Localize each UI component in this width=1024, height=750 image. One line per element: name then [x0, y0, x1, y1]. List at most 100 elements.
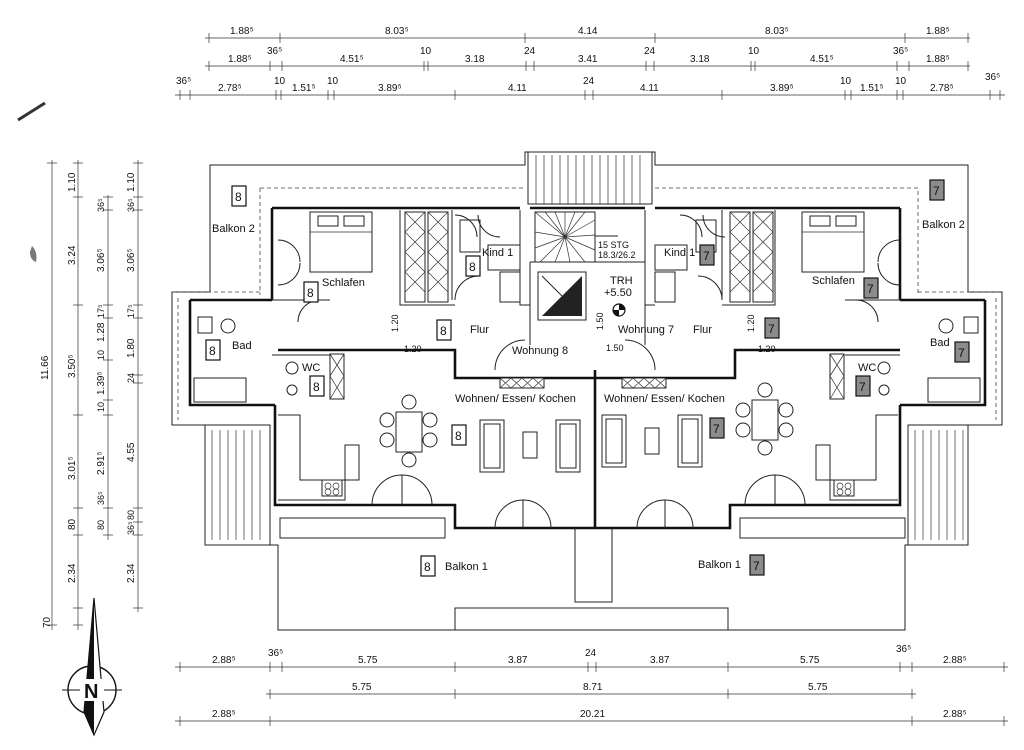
- room-label-flur-right: Flur: [693, 324, 712, 336]
- svg-text:7: 7: [713, 422, 720, 436]
- north-label: N: [84, 681, 98, 703]
- room-label-wohnung-7: Wohnung 7: [618, 324, 674, 336]
- small-dim-v1-left: 1.20: [390, 314, 400, 332]
- left-dimension-chains: 11.66 1.10 3.24 3.50⁵ 3.01⁵ 80 2.34 70 3…: [40, 160, 143, 630]
- svg-text:7: 7: [768, 322, 775, 336]
- dim-label: 2.34: [126, 563, 137, 583]
- room-label-wohnen-right: Wohnen/ Essen/ Kochen: [604, 393, 725, 405]
- dim-label: 2.88⁵: [943, 709, 967, 720]
- unit-badge-7: 7: [709, 417, 725, 439]
- room-label-schlafen-left: Schlafen: [322, 277, 365, 289]
- dim-label: 1.10: [67, 172, 78, 192]
- unit-badge-8: 8: [436, 319, 452, 341]
- dim-label: 70: [42, 616, 53, 628]
- dim-label: 24: [585, 648, 597, 659]
- room-label-wohnen-left: Wohnen/ Essen/ Kochen: [455, 393, 576, 405]
- small-dim-h1-right: 1.20: [758, 344, 776, 354]
- stair-steps-label: 15 STG: [598, 240, 629, 250]
- dim-label: 36⁵: [176, 76, 191, 87]
- unit-7-furniture: [601, 211, 981, 529]
- dim-label: 1.80: [126, 338, 137, 358]
- spiral-stair: [534, 211, 618, 263]
- pencil-smudge: [30, 246, 37, 262]
- dim-label: 24: [524, 46, 536, 57]
- unit-badge-7: 7: [764, 317, 780, 339]
- dim-label: 4.51⁵: [340, 54, 364, 65]
- dim-label: 10: [96, 350, 106, 360]
- level-marker-icon: [612, 303, 626, 317]
- dim-label: 2.88⁵: [212, 655, 236, 666]
- dim-label: 1.51⁵: [860, 83, 884, 94]
- dim-label: 10: [895, 76, 907, 87]
- stair-top: [527, 151, 653, 205]
- dim-label: 4.51⁵: [810, 54, 834, 65]
- unit-badge-8: 8: [303, 281, 319, 303]
- svg-text:7: 7: [859, 380, 866, 394]
- dim-label: 2.88⁵: [943, 655, 967, 666]
- stair-ratio-label: 18.3/26.2: [598, 250, 636, 260]
- svg-text:8: 8: [469, 260, 476, 274]
- level-label: +5.50: [604, 287, 632, 299]
- dim-label: 24: [126, 373, 136, 383]
- dim-label: 5.75: [358, 655, 378, 666]
- dim-label: 2.91⁵: [96, 451, 107, 475]
- top-dimension-chain-1: 1.88⁵ 8.03⁵ 4.14 8.03⁵ 1.88⁵: [205, 26, 970, 43]
- unit-badge-8: 8: [451, 424, 467, 446]
- dim-label: 10: [96, 402, 106, 412]
- dim-label: 17⁵: [126, 304, 136, 318]
- unit-badge-8: 8: [309, 375, 325, 397]
- dim-label: 3.50⁵: [67, 354, 78, 378]
- dim-label: 8.71: [583, 682, 603, 693]
- room-label-kind-1-right: Kind 1: [664, 247, 695, 259]
- svg-text:7: 7: [933, 184, 940, 198]
- svg-text:7: 7: [703, 249, 710, 263]
- room-labels: Balkon 2 Balkon 2 Schlafen Schlafen Kind…: [212, 219, 965, 573]
- dim-label: 3.01⁵: [67, 456, 78, 480]
- small-dim-v2: 1.50: [595, 312, 605, 330]
- pencil-mark: [17, 101, 46, 122]
- room-label-wc-left: WC: [302, 362, 320, 374]
- elevator-shaft: [537, 271, 587, 321]
- unit-8-furniture: [193, 211, 581, 529]
- unit-8-badges: 8 8 8 8 8 8 8 8: [205, 185, 481, 577]
- dim-label: 8.03⁵: [765, 26, 789, 37]
- dim-label: 10: [327, 76, 339, 87]
- stair-annotations: 15 STG 18.3/26.2 TRH +5.50: [598, 240, 636, 317]
- dim-label: 36⁵: [985, 72, 1000, 83]
- unit-badge-7: 7: [699, 244, 715, 266]
- top-dimension-chain-2: 1.88⁵ 36⁵ 4.51⁵ 10 3.18 24 3.41 24 3.18 …: [205, 46, 970, 71]
- dim-label: 3.89⁵: [378, 83, 402, 94]
- dim-label: 3.89⁵: [770, 83, 794, 94]
- unit-badge-8: 8: [420, 555, 436, 577]
- room-label-flur-left: Flur: [470, 324, 489, 336]
- room-label-balkon-2-right: Balkon 2: [922, 219, 965, 231]
- room-label-wc-right: WC: [858, 362, 876, 374]
- dim-label: 10: [420, 46, 432, 57]
- room-label-wohnung-8: Wohnung 8: [512, 345, 568, 357]
- dim-label: 10: [840, 76, 852, 87]
- dim-label: 1.39⁵: [96, 371, 107, 395]
- dim-label: 3.18: [465, 54, 485, 65]
- svg-text:8: 8: [313, 380, 320, 394]
- dim-label: 1.51⁵: [292, 83, 316, 94]
- right-stair-hatch: [907, 424, 969, 546]
- north-arrow-icon: N: [62, 597, 122, 737]
- dim-label: 3.87: [508, 655, 528, 666]
- dim-label: 36⁵: [126, 521, 136, 535]
- small-dim-v1-right: 1.20: [746, 314, 756, 332]
- dim-label: 1.88⁵: [926, 54, 950, 65]
- dim-label: 1.88⁵: [228, 54, 252, 65]
- dim-label: 5.75: [808, 682, 828, 693]
- room-label-kind-1-left: Kind 1: [482, 247, 513, 259]
- svg-text:7: 7: [753, 559, 760, 573]
- dim-label: 4.14: [578, 26, 598, 37]
- dim-label: 4.11: [508, 83, 527, 94]
- dim-label: 2.34: [67, 563, 78, 583]
- unit-badge-7: 7: [954, 341, 970, 363]
- svg-text:8: 8: [455, 429, 462, 443]
- unit-badge-7: 7: [855, 375, 871, 397]
- room-label-balkon-2-left: Balkon 2: [212, 223, 255, 235]
- unit-badge-7: 7: [749, 554, 765, 576]
- dim-label: 10: [274, 76, 286, 87]
- dim-label: 2.78⁵: [218, 83, 242, 94]
